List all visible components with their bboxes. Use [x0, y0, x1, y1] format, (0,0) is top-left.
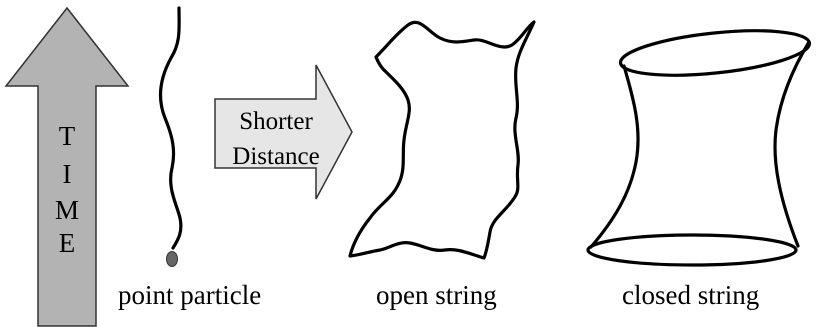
closed-string-left-side	[589, 64, 640, 249]
time-letter-i: I	[63, 159, 72, 189]
point-particle-dot	[166, 251, 178, 267]
shorter-distance-label-line2: Distance	[232, 143, 319, 170]
shorter-distance-arrow-shape	[214, 64, 353, 200]
point-particle-worldline	[158, 6, 183, 250]
shorter-distance-arrow: Shorter Distance	[214, 64, 353, 200]
closed-string-diagram	[586, 29, 812, 267]
caption-closed-string: closed string	[622, 280, 759, 310]
time-letter-t: T	[59, 121, 76, 151]
time-letter-m: M	[55, 195, 79, 225]
closed-string-top-loop	[618, 29, 812, 77]
caption-open-string: open string	[376, 280, 497, 310]
time-arrow: T I M E	[4, 6, 130, 327]
time-letter-e: E	[59, 228, 76, 258]
caption-point-particle: point particle	[118, 280, 261, 310]
shorter-distance-label-line1: Shorter	[239, 108, 313, 135]
open-string-worldsheet	[348, 20, 536, 260]
point-particle-diagram	[158, 6, 183, 267]
time-arrow-shape	[4, 6, 130, 327]
closed-string-right-side	[773, 40, 811, 248]
open-string-diagram	[348, 20, 536, 260]
closed-string-bottom-loop	[586, 233, 798, 267]
